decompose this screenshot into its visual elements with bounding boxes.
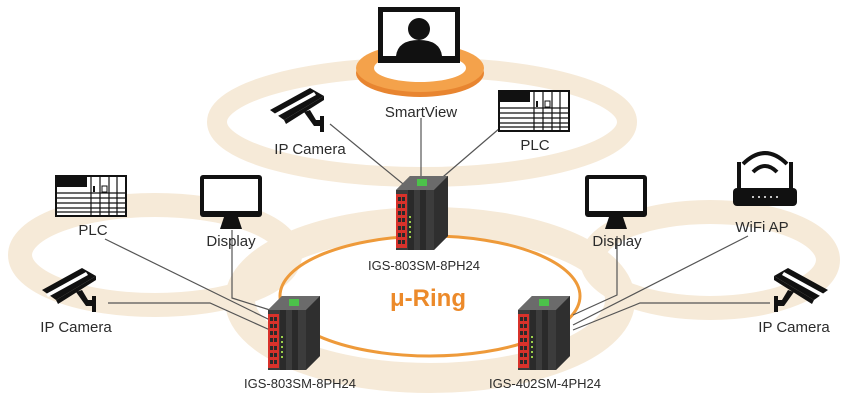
smartview-monitor-person-icon bbox=[378, 7, 460, 63]
wifi-router-icon bbox=[731, 151, 799, 208]
label-switch-top: IGS-803SM-8PH24 bbox=[368, 258, 480, 273]
label-camera-top: IP Camera bbox=[274, 141, 346, 158]
label-switch-left: IGS-803SM-8PH24 bbox=[244, 376, 356, 391]
label-plc-top: PLC bbox=[520, 137, 549, 154]
label-smartview: SmartView bbox=[385, 104, 457, 121]
switch-left bbox=[268, 296, 320, 370]
label-camera-right: IP Camera bbox=[758, 319, 830, 336]
switch-right bbox=[518, 296, 570, 370]
label-display-right: Display bbox=[592, 233, 642, 250]
plc-icon bbox=[54, 174, 128, 218]
security-camera-icon bbox=[270, 88, 324, 132]
label-plc-left: PLC bbox=[78, 222, 107, 239]
label-display-left: Display bbox=[206, 233, 256, 250]
diagram-title: μ-Ring bbox=[390, 285, 466, 312]
label-switch-right: IGS-402SM-4PH24 bbox=[489, 376, 601, 391]
switch-top bbox=[396, 176, 448, 250]
plc-icon bbox=[497, 89, 571, 133]
label-wifi-right: WiFi AP bbox=[735, 219, 788, 236]
label-camera-left: IP Camera bbox=[40, 319, 112, 336]
